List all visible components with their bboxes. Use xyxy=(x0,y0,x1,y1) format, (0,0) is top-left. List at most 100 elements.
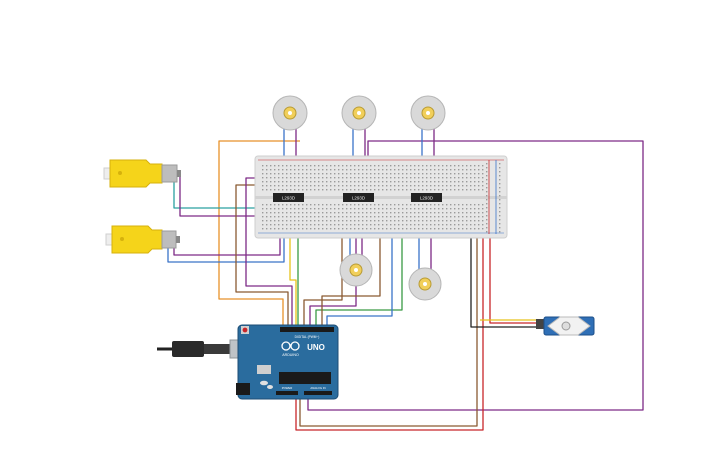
wire-yellow-1[interactable] xyxy=(289,236,297,327)
dc-motor-1[interactable] xyxy=(272,95,308,131)
breadboard-hole xyxy=(342,224,344,226)
breadboard-hole xyxy=(326,177,328,179)
wire-green-2[interactable] xyxy=(315,236,403,327)
breadboard-hole xyxy=(438,169,440,171)
breadboard-hole xyxy=(442,177,444,179)
breadboard-hole xyxy=(378,220,380,222)
breadboard-hole xyxy=(450,185,452,187)
breadboard-hole xyxy=(266,181,268,183)
breadboard-hole xyxy=(354,220,356,222)
breadboard-hole xyxy=(446,173,448,175)
breadboard-hole xyxy=(310,185,312,187)
breadboard-hole xyxy=(402,169,404,171)
breadboard-hole xyxy=(470,228,472,230)
breadboard-hole xyxy=(466,165,468,167)
driver-chip-2[interactable]: L293D xyxy=(343,193,374,202)
breadboard-hole xyxy=(294,216,296,218)
breadboard-hole xyxy=(370,165,372,167)
wire-brown-bottom-loop[interactable] xyxy=(299,234,478,427)
breadboard-hole xyxy=(470,177,472,179)
breadboard-hole xyxy=(422,224,424,226)
breadboard-hole xyxy=(430,165,432,167)
wire-servo-red[interactable] xyxy=(489,234,543,324)
breadboard-hole xyxy=(294,173,296,175)
breadboard-hole xyxy=(270,181,272,183)
wire-servo-black[interactable] xyxy=(470,234,543,328)
breadboard-hole xyxy=(362,224,364,226)
breadboard-hole xyxy=(358,224,360,226)
power-jack[interactable] xyxy=(236,383,250,395)
breadboard-hole xyxy=(394,165,396,167)
breadboard-hole xyxy=(454,212,456,214)
breadboard-hole xyxy=(302,189,304,191)
dc-motor-5[interactable] xyxy=(408,267,442,301)
dc-motor-2[interactable] xyxy=(341,95,377,131)
wire-orange-left-loop[interactable] xyxy=(218,140,300,327)
dc-motor-4[interactable] xyxy=(339,253,373,287)
breadboard-hole xyxy=(302,177,304,179)
breadboard-hole xyxy=(338,212,340,214)
breadboard-hole xyxy=(326,220,328,222)
breadboard-hole xyxy=(270,173,272,175)
breadboard-hole xyxy=(350,173,352,175)
breadboard-hole xyxy=(390,212,392,214)
analog-header[interactable] xyxy=(304,391,332,395)
breadboard-hole xyxy=(282,228,284,230)
breadboard-hole xyxy=(322,181,324,183)
breadboard-hole xyxy=(338,216,340,218)
breadboard-hole xyxy=(470,208,472,210)
breadboard-hole xyxy=(290,165,292,167)
breadboard-hole xyxy=(342,177,344,179)
breadboard-hole xyxy=(486,215,488,217)
breadboard-hole xyxy=(454,181,456,183)
breadboard-hole xyxy=(442,228,444,230)
wire-purple-right-loop[interactable] xyxy=(307,140,644,411)
wire-brown-1[interactable] xyxy=(235,184,289,327)
breadboard-hole xyxy=(442,208,444,210)
dc-motor-3[interactable] xyxy=(410,95,446,131)
breadboard-hole xyxy=(334,177,336,179)
breadboard-hole xyxy=(358,177,360,179)
breadboard-hole xyxy=(334,173,336,175)
breadboard-hole xyxy=(366,173,368,175)
breadboard-hole xyxy=(274,173,276,175)
breadboard-hole xyxy=(338,181,340,183)
breadboard-hole xyxy=(290,181,292,183)
gear-motor-2[interactable] xyxy=(105,225,180,254)
driver-chip-1[interactable]: L293D xyxy=(273,193,304,202)
breadboard-hole xyxy=(374,224,376,226)
breadboard-hole xyxy=(282,216,284,218)
digital-header[interactable] xyxy=(280,327,334,332)
breadboard-hole xyxy=(382,216,384,218)
wire-gear1-teal[interactable] xyxy=(173,170,288,209)
breadboard-hole xyxy=(462,165,464,167)
breadboard-hole xyxy=(470,169,472,171)
breadboard-hole xyxy=(454,169,456,171)
reset-button[interactable] xyxy=(242,327,248,333)
driver-chip-3[interactable]: L293D xyxy=(411,193,442,202)
breadboard-hole xyxy=(398,177,400,179)
breadboard-hole xyxy=(290,189,292,191)
breadboard-hole xyxy=(382,173,384,175)
breadboard-hole xyxy=(370,216,372,218)
breadboard-hole xyxy=(366,189,368,191)
breadboard-hole xyxy=(346,181,348,183)
breadboard-hole xyxy=(486,187,488,189)
arduino-uno[interactable]: DIGITAL (PWM~) ARDUINO UNO POWER ANALOG … xyxy=(236,324,339,400)
breadboard-hole xyxy=(450,173,452,175)
breadboard-hole xyxy=(434,189,436,191)
wire-gear2-purple[interactable] xyxy=(173,224,281,256)
servo-motor[interactable] xyxy=(536,316,595,336)
power-header[interactable] xyxy=(276,391,298,395)
breadboard-hole xyxy=(358,181,360,183)
breadboard-hole xyxy=(466,204,468,206)
gear-motor-1[interactable] xyxy=(103,159,181,188)
breadboard-hole xyxy=(450,165,452,167)
wire-gear2-blue[interactable] xyxy=(167,218,285,263)
breadboard-hole xyxy=(474,216,476,218)
breadboard-hole xyxy=(314,177,316,179)
breadboard-hole xyxy=(306,165,308,167)
breadboard-hole xyxy=(358,189,360,191)
breadboard-hole xyxy=(462,204,464,206)
wire-red-bottom-loop[interactable] xyxy=(295,234,484,431)
